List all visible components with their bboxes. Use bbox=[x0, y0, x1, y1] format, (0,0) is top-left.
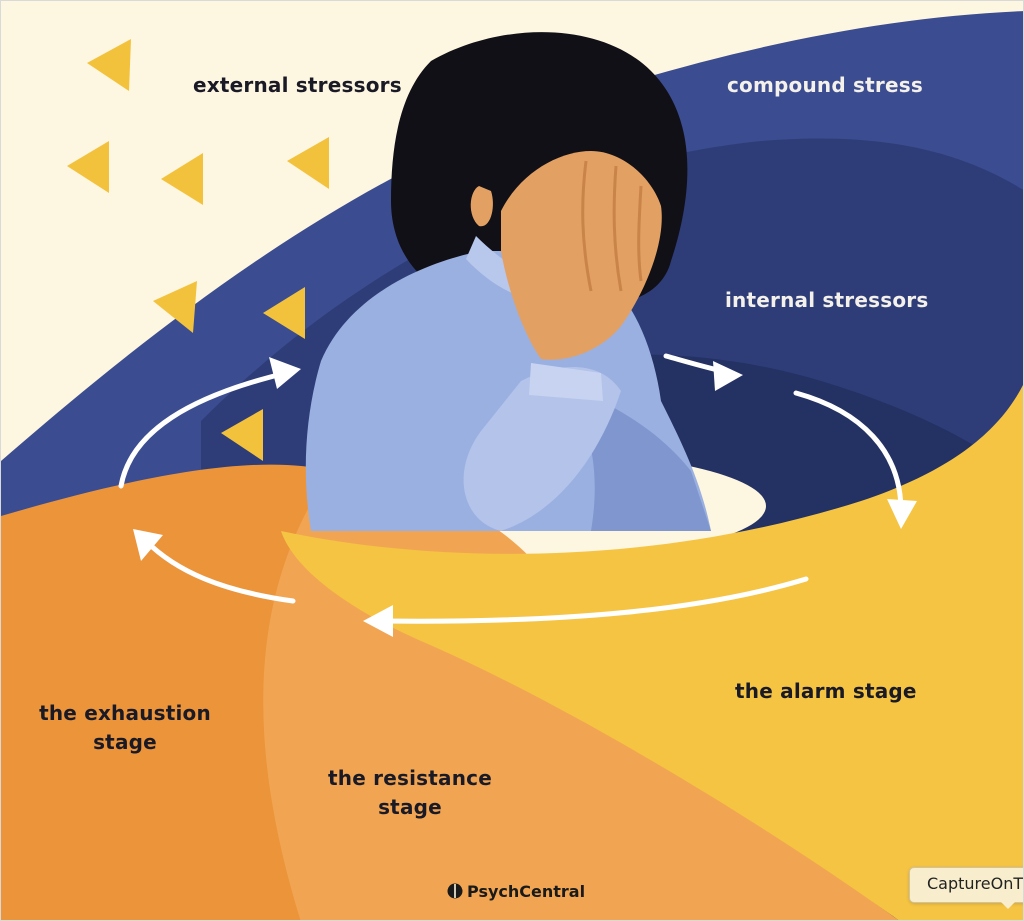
capture-tool-tab[interactable]: CaptureOnT bbox=[909, 867, 1024, 909]
triangle-icon bbox=[67, 141, 109, 193]
label-resistance-stage-line2: stage bbox=[378, 795, 442, 819]
brand-name: PsychCentral bbox=[467, 881, 586, 901]
label-exhaustion-stage-line1: the exhaustion bbox=[39, 701, 211, 725]
orange-region bbox=[1, 464, 341, 920]
triangle-icon bbox=[161, 153, 203, 205]
arrow-icon bbox=[793, 390, 904, 514]
label-internal-stressors: internal stressors bbox=[725, 288, 929, 312]
person-cuff bbox=[529, 363, 603, 401]
arrow-heads bbox=[133, 357, 917, 637]
person-arm bbox=[463, 367, 621, 531]
label-external-stressors: external stressors bbox=[193, 73, 402, 97]
triangle-icon bbox=[87, 39, 131, 91]
psychcentral-logo-icon bbox=[447, 883, 463, 899]
label-exhaustion-stage: the exhaustion stage bbox=[31, 699, 219, 757]
brand-mark: PsychCentral bbox=[447, 878, 585, 904]
arrow-icon bbox=[143, 538, 296, 604]
triangle-icon bbox=[153, 281, 197, 333]
capture-tool-label: CaptureOnT bbox=[927, 874, 1024, 893]
person-ear bbox=[470, 186, 493, 227]
stressor-triangles bbox=[67, 39, 329, 461]
yellow-region bbox=[281, 384, 1023, 920]
label-resistance-stage-line1: the resistance bbox=[328, 766, 492, 790]
arrow-icon bbox=[118, 370, 289, 489]
arrow-head-icon bbox=[363, 605, 393, 637]
triangle-icon bbox=[263, 287, 305, 339]
label-compound-stress: compound stress bbox=[727, 73, 923, 97]
arrow-head-icon bbox=[713, 361, 743, 391]
label-resistance-stage: the resistance stage bbox=[319, 764, 501, 822]
triangle-icon bbox=[287, 137, 329, 189]
person-hand bbox=[501, 151, 662, 360]
arrow-head-icon bbox=[887, 499, 917, 529]
triangle-icon bbox=[221, 409, 263, 461]
person-finger-lines bbox=[581, 160, 643, 292]
arrow-head-icon bbox=[133, 529, 163, 561]
arrow-icon bbox=[378, 576, 809, 624]
capture-tool-tip-pointer bbox=[1000, 901, 1016, 909]
label-alarm-stage: the alarm stage bbox=[735, 679, 917, 703]
label-exhaustion-stage-line2: stage bbox=[93, 730, 157, 754]
arrow-head-icon bbox=[269, 357, 301, 389]
